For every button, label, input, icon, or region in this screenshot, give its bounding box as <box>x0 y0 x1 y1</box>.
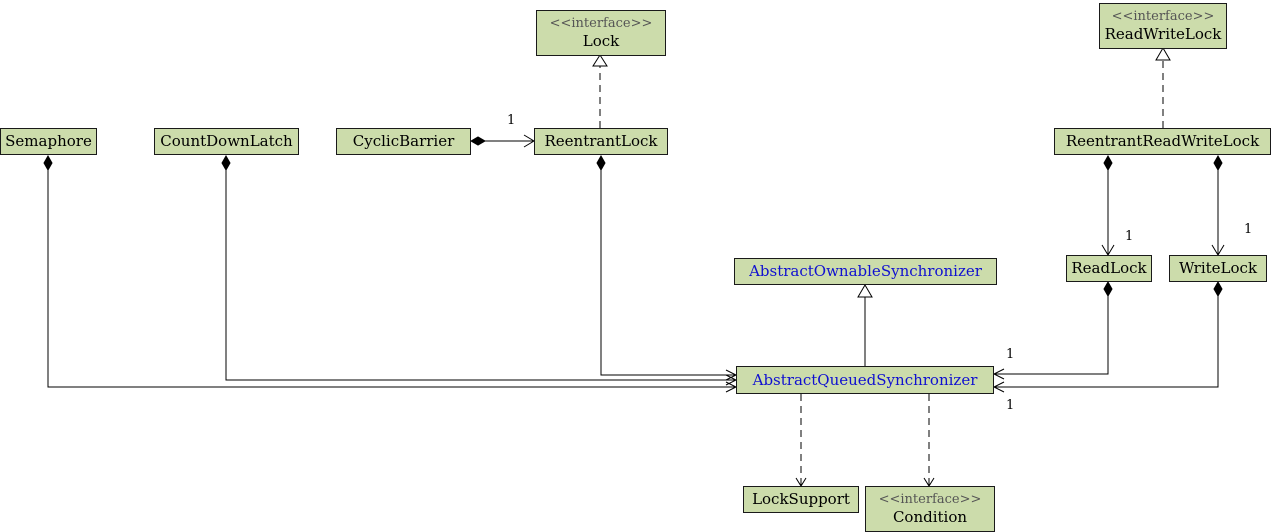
class-name: LockSupport <box>752 490 850 508</box>
class-writelock: WriteLock <box>1169 255 1267 282</box>
multiplicity-rrwl-readlock: 1 <box>1125 229 1134 244</box>
diamond-rrwl-readlock <box>1103 154 1113 172</box>
arrowhead-realization-lock <box>592 54 608 67</box>
edge-countdownlatch-aqs <box>225 170 736 381</box>
class-reentrantlock: ReentrantLock <box>534 128 668 155</box>
class-condition: <<interface>> Condition <box>865 486 995 532</box>
edge-semaphore-aqs <box>47 170 736 388</box>
stereotype-label: <<interface>> <box>878 491 982 507</box>
class-abstractqueuedsynchronizer: AbstractQueuedSynchronizer <box>736 366 994 394</box>
arrowhead-open-aqs-right-2 <box>992 381 1005 393</box>
diamond-semaphore <box>43 154 53 172</box>
class-name: CyclicBarrier <box>352 132 455 150</box>
class-name: Semaphore <box>5 132 92 150</box>
class-countdownlatch: CountDownLatch <box>154 128 299 155</box>
stereotype-label: <<interface>> <box>549 15 653 31</box>
class-name: ReadWriteLock <box>1104 24 1222 43</box>
class-name: AbstractQueuedSynchronizer <box>752 370 978 389</box>
class-lock: <<interface>> Lock <box>536 10 666 56</box>
class-semaphore: Semaphore <box>0 128 97 155</box>
diamond-countdownlatch <box>221 154 231 172</box>
class-reentrantreadwritelock: ReentrantReadWriteLock <box>1054 128 1271 155</box>
class-locksupport: LockSupport <box>743 486 859 513</box>
class-name: ReadLock <box>1071 259 1147 277</box>
class-readwritelock: <<interface>> ReadWriteLock <box>1099 3 1227 49</box>
arrowhead-generalization-aos <box>857 284 873 298</box>
class-name: Condition <box>892 507 968 526</box>
class-name: ReentrantReadWriteLock <box>1065 132 1260 150</box>
multiplicity-rrwl-writelock: 1 <box>1244 222 1253 237</box>
edge-readlock-aqs <box>994 296 1109 375</box>
arrowhead-open-aqs-right-1 <box>992 368 1005 380</box>
diamond-readlock <box>1103 280 1113 298</box>
diamond-rrwl-writelock <box>1213 154 1223 172</box>
multiplicity-writelock-aqs: 1 <box>1006 398 1015 413</box>
class-name: ReentrantLock <box>544 132 658 150</box>
class-readlock: ReadLock <box>1066 255 1152 282</box>
stereotype-label: <<interface>> <box>1111 8 1215 24</box>
class-name: CountDownLatch <box>160 132 293 150</box>
class-abstractownablesynchronizer: AbstractOwnableSynchronizer <box>734 258 997 285</box>
multiplicity-readlock-aqs: 1 <box>1006 347 1015 362</box>
edge-writelock-aqs <box>994 296 1219 388</box>
diamond-reentrantlock <box>596 154 606 172</box>
edge-reentrantlock-aqs <box>600 170 736 376</box>
arrowhead-realization-readwritelock <box>1155 47 1171 61</box>
diamond-cyclicbarrier <box>469 136 487 146</box>
class-name: AbstractOwnableSynchronizer <box>749 262 982 280</box>
multiplicity-cyclicbarrier-reentrantlock: 1 <box>507 113 516 128</box>
class-cyclicbarrier: CyclicBarrier <box>336 128 471 155</box>
class-name: Lock <box>582 31 620 50</box>
class-name: WriteLock <box>1178 259 1258 277</box>
diamond-writelock <box>1213 280 1223 298</box>
